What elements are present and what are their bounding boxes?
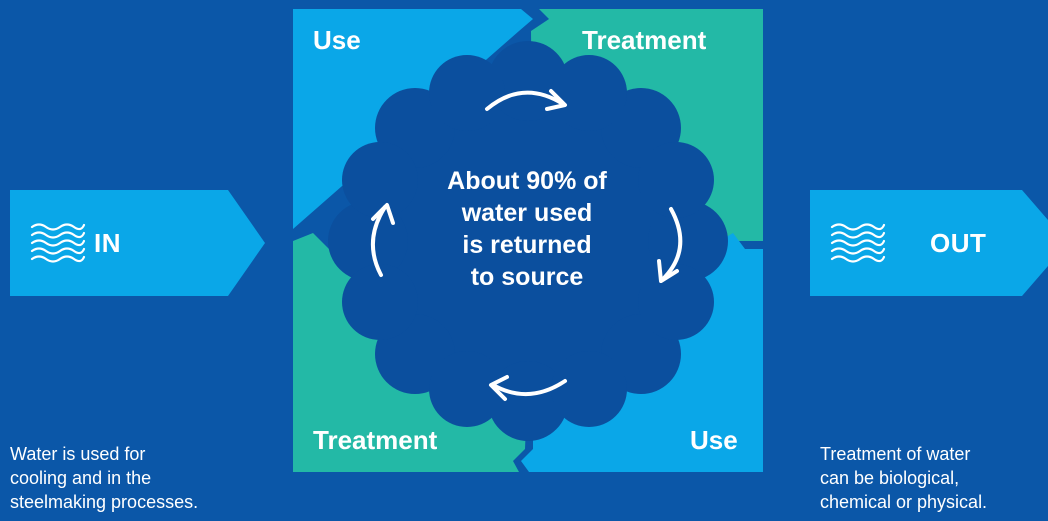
cycle-arrow-icon (370, 203, 395, 277)
water-waves-icon (30, 223, 86, 263)
out-description: Treatment of water can be biological, ch… (820, 444, 988, 512)
water-waves-icon (830, 223, 886, 263)
label-bottom-right: Use (690, 425, 738, 455)
in-label: IN (94, 228, 121, 258)
label-top-left: Use (313, 25, 361, 55)
label-top-right: Treatment (582, 25, 707, 55)
center-flower (328, 41, 728, 441)
in-arrow: IN (10, 190, 265, 296)
cycle-arrow-icon (489, 375, 567, 401)
out-arrow: OUT (810, 190, 1048, 296)
cycle-diagram (293, 9, 763, 472)
cycle-arrow-icon (485, 89, 567, 111)
label-bottom-left: Treatment (313, 425, 438, 455)
cycle-arrow-icon (657, 207, 683, 283)
in-description: Water is used for cooling and in the ste… (10, 444, 199, 512)
out-label: OUT (930, 228, 987, 258)
center-text: About 90% of water used is returned to s… (447, 167, 607, 291)
out-arrow-shape (810, 190, 1048, 296)
in-arrow-shape (10, 190, 265, 296)
